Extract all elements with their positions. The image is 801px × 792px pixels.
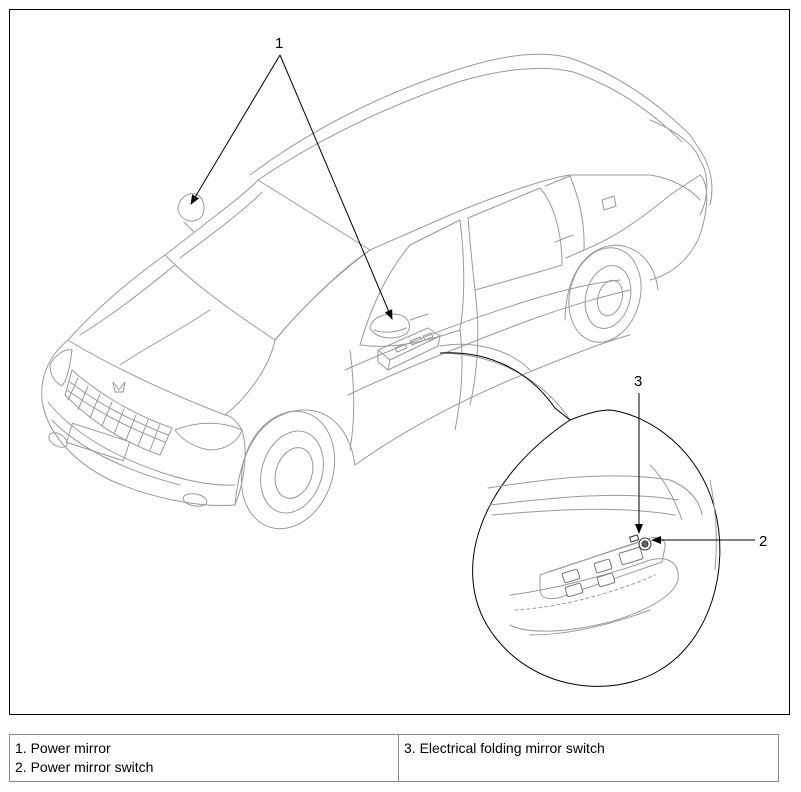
rear-wheel xyxy=(564,244,659,343)
diagram-frame: 1 2 3 xyxy=(9,9,790,715)
callout-2: 2 xyxy=(759,533,767,550)
legend-row: 1. Power mirror 2. Power mirror switch 3… xyxy=(9,734,779,782)
front-wheel xyxy=(234,409,356,530)
car-illustration xyxy=(41,53,713,530)
callout-3: 3 xyxy=(634,373,642,390)
detail-magnification xyxy=(439,352,721,687)
window-switches xyxy=(561,546,644,598)
folding-mirror-switch xyxy=(628,534,640,543)
callout-leaders xyxy=(190,54,755,544)
front-door xyxy=(359,219,465,347)
windshield xyxy=(164,179,371,341)
leader-1-left xyxy=(190,54,281,205)
door-switch-panel xyxy=(377,327,441,371)
detail-circle xyxy=(472,409,721,687)
right-headlight xyxy=(174,422,243,451)
car-roof xyxy=(249,53,701,176)
car-side xyxy=(274,174,701,341)
front-bumper xyxy=(41,339,246,506)
rear-quarter xyxy=(583,174,708,281)
license-plate xyxy=(65,422,131,462)
car-trunk xyxy=(649,119,708,216)
parts-legend-table: 1. Power mirror 2. Power mirror switch 3… xyxy=(9,734,779,782)
armrest xyxy=(509,558,679,632)
legend-item-folding-mirror-switch: 3. Electrical folding mirror switch xyxy=(404,740,605,756)
callout-1: 1 xyxy=(275,35,283,52)
car-mirror-diagram: 1 2 3 xyxy=(41,35,767,687)
left-headlight xyxy=(49,349,73,387)
legend-left-cell: 1. Power mirror 2. Power mirror switch xyxy=(9,734,399,782)
legend-item-power-mirror-switch: 2. Power mirror switch xyxy=(15,759,154,775)
legend-item-power-mirror: 1. Power mirror xyxy=(15,740,111,756)
hood-badge xyxy=(112,381,126,393)
left-power-mirror xyxy=(177,193,205,233)
mirror-switch-detail xyxy=(628,534,652,551)
car-hood xyxy=(67,254,276,416)
leader-1-right xyxy=(279,54,393,320)
right-power-mirror xyxy=(369,313,410,339)
legend-right-cell: 3. Electrical folding mirror switch xyxy=(398,734,779,782)
rear-window xyxy=(467,187,563,291)
front-grille xyxy=(64,369,173,456)
